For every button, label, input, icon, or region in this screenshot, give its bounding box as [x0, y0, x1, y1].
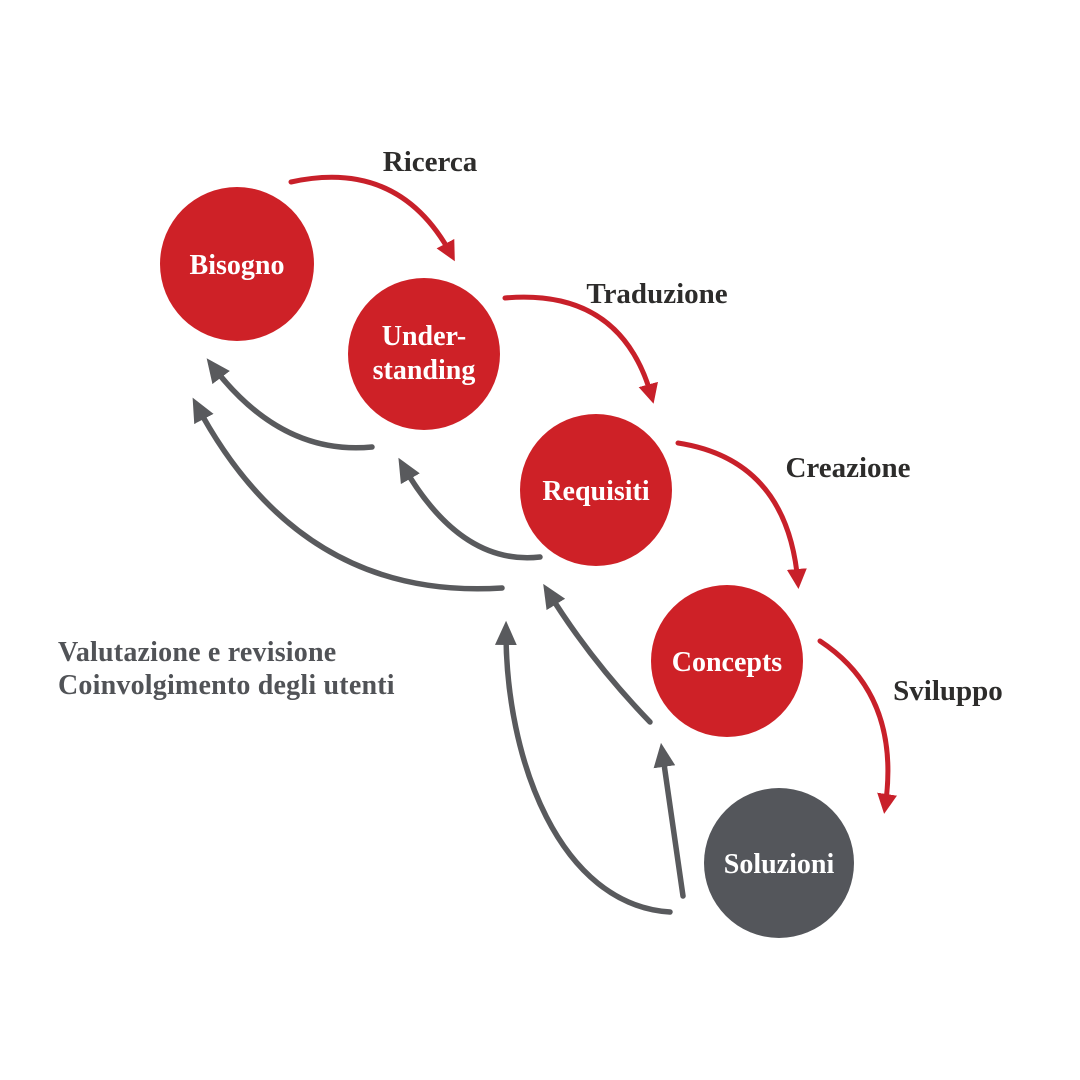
step-label-sviluppo: Sviluppo — [893, 675, 1003, 707]
node-label-understanding-line1: Under- — [382, 321, 467, 352]
node-understanding: Under-standing — [348, 278, 500, 430]
step-label-traduzione: Traduzione — [586, 278, 727, 310]
feedback-arrow-requisiti-to-understanding — [398, 457, 543, 561]
step-label-creazione: Creazione — [785, 452, 910, 484]
node-circle-bisogno — [160, 187, 314, 341]
feedback-arrow-soluzioni-to-concepts — [653, 742, 686, 899]
process-arrow-creazione — [675, 440, 807, 589]
feedback-arrow-understanding-to-bisogno — [206, 358, 375, 451]
feedback-arrows-layer — [192, 358, 686, 915]
feedback-arrow-concepts-to-requisiti — [543, 583, 653, 725]
node-circle-requisiti — [520, 414, 672, 566]
process-arrow-ricerca — [288, 174, 455, 262]
node-label-requisiti-line1: Requisiti — [542, 476, 650, 507]
process-arrow-traduzione — [502, 294, 658, 404]
node-label-soluzioni-line1: Soluzioni — [724, 849, 835, 880]
side-note-line-2: Coinvolgimento degli utenti — [58, 670, 395, 701]
process-arrows-layer — [288, 174, 897, 814]
node-circle-concepts — [651, 585, 803, 737]
feedback-arrow-requisiti-to-bisogno — [192, 397, 505, 592]
process-nodes-layer: BisognoUnder-standingRequisitiConceptsSo… — [160, 187, 854, 938]
node-circle-soluzioni — [704, 788, 854, 938]
feedback-arrow-soluzioni-to-requisiti — [494, 620, 673, 915]
node-soluzioni: Soluzioni — [704, 788, 854, 938]
step-label-ricerca: Ricerca — [383, 146, 478, 178]
node-label-bisogno-line1: Bisogno — [190, 250, 285, 281]
node-circle-understanding — [348, 278, 500, 430]
node-label-understanding-line2: standing — [373, 355, 476, 386]
node-requisiti: Requisiti — [520, 414, 672, 566]
side-note: Valutazione e revisione Coinvolgimento d… — [58, 636, 395, 702]
node-concepts: Concepts — [651, 585, 803, 737]
node-bisogno: Bisogno — [160, 187, 314, 341]
side-note-line-1: Valutazione e revisione — [58, 637, 337, 668]
process-arrow-sviluppo — [817, 638, 897, 814]
node-label-concepts-line1: Concepts — [672, 647, 783, 678]
